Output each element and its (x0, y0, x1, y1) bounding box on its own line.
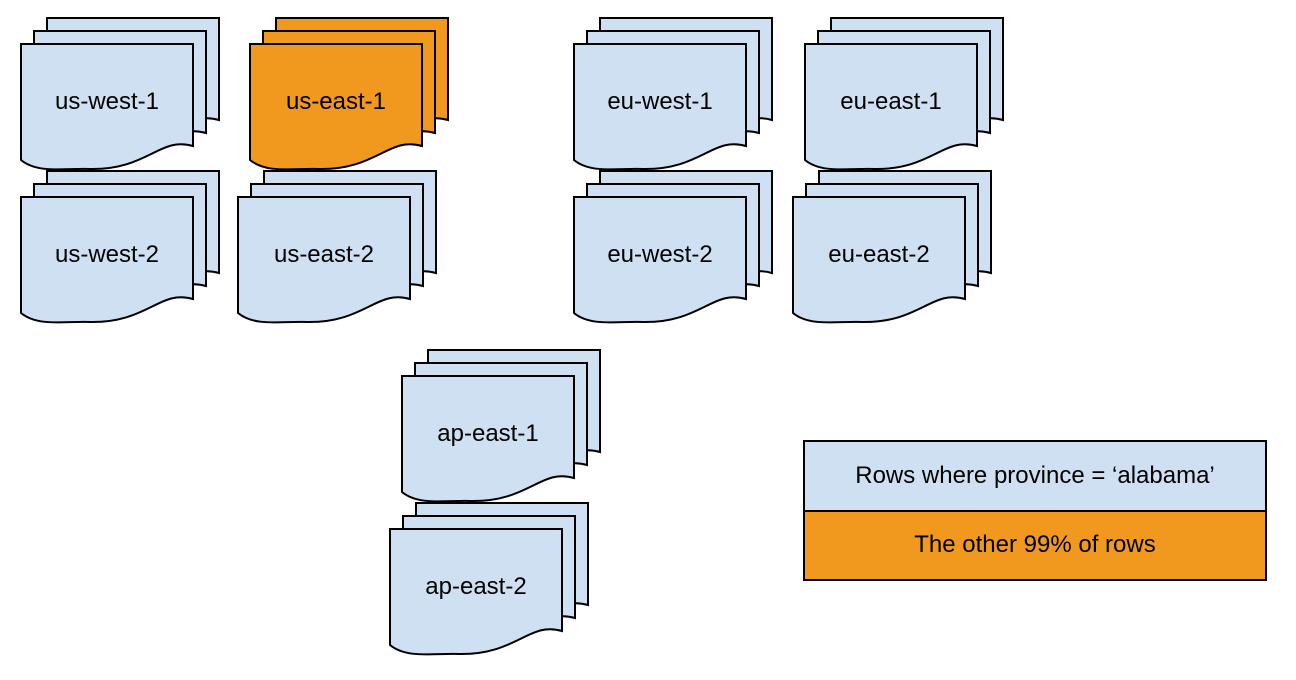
legend-label-other-rows: The other 99% of rows (914, 531, 1156, 559)
region-stack-eu-west-1: eu-west-1 (573, 17, 773, 173)
legend-label-alabama-rows: Rows where province = ‘alabama’ (855, 461, 1215, 489)
region-stack-us-west-2: us-west-2 (20, 170, 220, 326)
region-stack-eu-west-2: eu-west-2 (573, 170, 773, 326)
region-stack-eu-east-2: eu-east-2 (792, 170, 992, 326)
document-stack-icon (249, 17, 449, 171)
document-front-icon (792, 196, 966, 324)
document-front-icon (573, 196, 747, 324)
region-stack-us-east-2: us-east-2 (237, 170, 437, 326)
document-front-icon (20, 196, 194, 324)
document-stack-icon (401, 349, 601, 503)
document-front-icon (237, 196, 411, 324)
document-stack-icon (389, 502, 589, 656)
document-front-icon (804, 43, 978, 171)
region-stack-ap-east-2: ap-east-2 (389, 502, 589, 658)
legend-row-alabama-rows: Rows where province = ‘alabama’ (805, 442, 1265, 510)
document-front-icon (573, 43, 747, 171)
document-stack-icon (20, 170, 220, 324)
legend-row-other-rows: The other 99% of rows (805, 509, 1265, 579)
region-stack-us-east-1: us-east-1 (249, 17, 449, 173)
document-front-icon (401, 375, 575, 503)
document-stack-icon (20, 17, 220, 171)
document-front-icon (249, 43, 423, 171)
region-stack-ap-east-1: ap-east-1 (401, 349, 601, 505)
region-stack-eu-east-1: eu-east-1 (804, 17, 1004, 173)
legend-box: Rows where province = ‘alabama’ The othe… (803, 440, 1267, 581)
region-stack-us-west-1: us-west-1 (20, 17, 220, 173)
document-stack-icon (804, 17, 1004, 171)
document-front-icon (389, 528, 563, 656)
document-stack-icon (237, 170, 437, 324)
document-front-icon (20, 43, 194, 171)
document-stack-icon (792, 170, 992, 324)
document-stack-icon (573, 170, 773, 324)
document-stack-icon (573, 17, 773, 171)
